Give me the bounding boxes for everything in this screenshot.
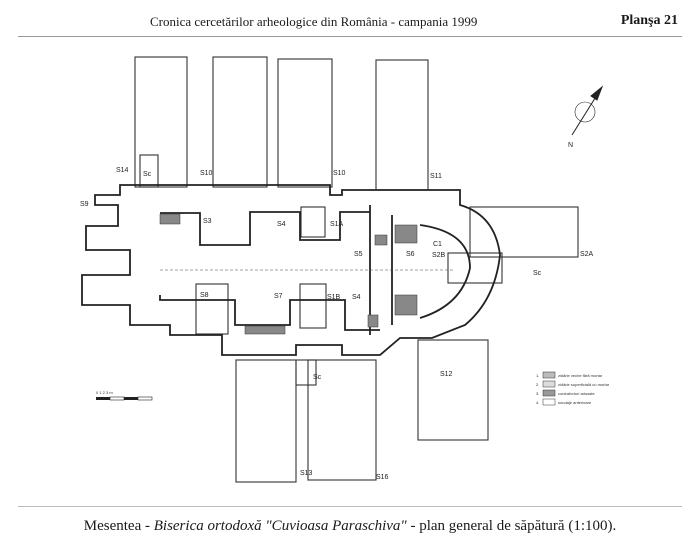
section-label: S10	[200, 170, 213, 177]
trench-s1a	[300, 206, 326, 238]
legend-number: 2.	[536, 382, 539, 387]
caption-rest: - plan general de săpătură (1:100).	[406, 518, 617, 534]
trench-sc-south	[295, 359, 317, 386]
section-label: S7	[274, 293, 283, 300]
trench-s11	[375, 59, 429, 191]
section-label: S3	[203, 218, 212, 225]
trench-s1b	[299, 283, 327, 329]
nave-wall-n	[160, 211, 370, 246]
legend-number: 4.	[536, 400, 539, 405]
legend	[542, 371, 556, 406]
trench-s13	[235, 359, 297, 483]
masonry-block	[374, 234, 388, 246]
section-label: S2A	[580, 251, 594, 258]
trench-sc-east	[447, 252, 503, 284]
section-label: S8	[200, 292, 209, 299]
section-label: S9	[80, 201, 89, 208]
section-label: S16	[376, 474, 389, 481]
trench-s14	[134, 56, 188, 188]
plate-number: Planşa 21	[620, 13, 678, 28]
scale-bar	[96, 396, 153, 401]
section-label: S12	[440, 371, 453, 378]
caption-title: Biserica ortodoxă "Cuvioasa Paraschiva"	[153, 518, 407, 534]
section-label: C1	[433, 241, 442, 248]
section-label: Sc	[533, 270, 542, 277]
section-label: S4	[352, 294, 361, 301]
section-label: S6	[406, 251, 415, 258]
section-label: S14	[116, 167, 129, 174]
apse-inner	[419, 224, 471, 319]
scale-bar-label: 0 1 2 3 m	[96, 390, 113, 395]
section-label: S13	[300, 470, 313, 477]
legend-text: sondaje anterioare	[558, 400, 592, 405]
masonry-block	[159, 213, 181, 225]
section-label: Sc	[313, 374, 322, 381]
section-label: S2B	[432, 252, 446, 259]
legend-text: zidărie superficială cu mortar	[558, 382, 610, 387]
masonry-block	[394, 294, 418, 316]
section-label: S11	[430, 173, 442, 180]
legend-number: 1.	[536, 373, 539, 378]
north-label: N	[568, 142, 573, 149]
section-label: S5	[354, 251, 363, 258]
nave-wall-s	[159, 295, 380, 331]
trench-sc-north	[139, 154, 159, 188]
trench-s10-b	[277, 58, 333, 188]
trench-s2a	[469, 206, 579, 258]
legend-text: contraforturi adosate	[558, 391, 595, 396]
header-title: Cronica cercetărilor arheologice din Rom…	[150, 14, 478, 29]
section-label: S1B	[327, 294, 341, 301]
section-label: S1A	[330, 221, 344, 228]
north-wall	[81, 184, 501, 356]
caption-divider	[18, 506, 682, 507]
masonry-block	[394, 224, 418, 244]
trench-s8	[195, 283, 229, 335]
header-divider	[18, 36, 682, 37]
masonry-block	[367, 314, 379, 328]
caption-site: Mesentea -	[83, 518, 154, 534]
north-arrow-icon	[571, 85, 604, 136]
section-label: Sc	[143, 171, 152, 178]
trench-s12	[417, 339, 489, 441]
section-label: S4	[277, 221, 286, 228]
legend-number: 3.	[536, 391, 539, 396]
legend-text: zidărie veche fără mortar	[558, 373, 603, 378]
trench-s10-a	[212, 56, 268, 188]
section-label: S10	[333, 170, 346, 177]
masonry-block	[244, 325, 286, 335]
trench-s16	[307, 359, 377, 481]
figure-caption: Mesentea - Biserica ortodoxă "Cuvioasa P…	[0, 518, 700, 535]
